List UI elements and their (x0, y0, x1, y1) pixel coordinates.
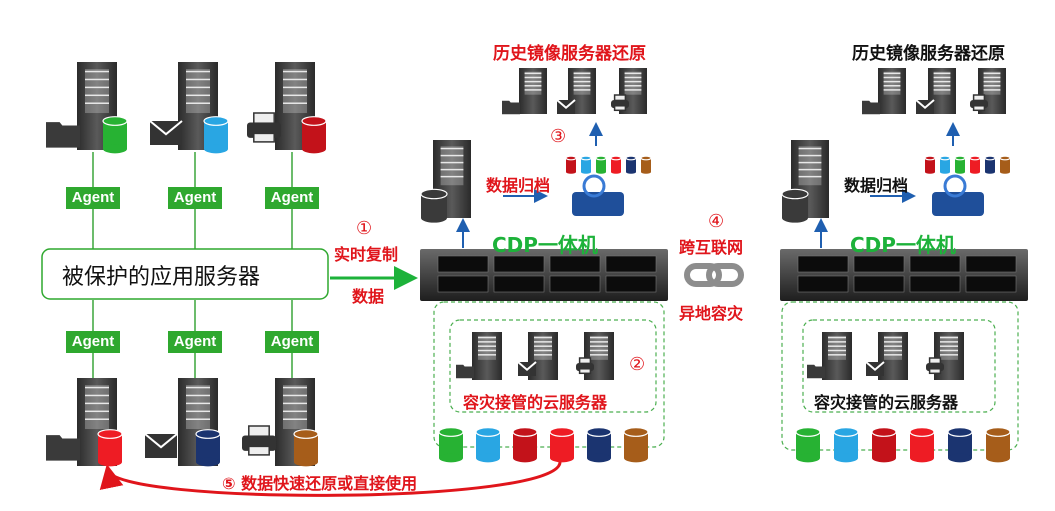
right-cdp-dashed-group (781, 301, 1019, 451)
cloud-takeover-label-left: 容灾接管的云服务器 (463, 393, 608, 412)
cylinder-icon (97, 429, 123, 467)
storage-disk-icon (572, 174, 984, 216)
rack-server-icon (420, 249, 668, 301)
printer-icon (576, 357, 594, 375)
agent-label: Agent (265, 187, 319, 209)
cylinder-icon (985, 427, 1011, 463)
printer-icon (926, 357, 944, 375)
server-tower-icon (472, 332, 502, 380)
server-tower-icon (528, 332, 558, 380)
folder-icon (46, 435, 80, 461)
server-tower-icon (178, 62, 218, 150)
cylinder-icon (565, 155, 577, 174)
cylinder-icon (833, 427, 859, 463)
folder-icon (456, 364, 474, 379)
cloud-takeover-label-right: 容灾接管的云服务器 (814, 393, 959, 412)
cylinder-icon (999, 155, 1011, 174)
mail-icon (865, 361, 885, 376)
server-tower-icon (519, 68, 547, 114)
server-tower-icon (822, 332, 852, 380)
cylinder-icon (301, 116, 327, 154)
folder-icon (502, 100, 520, 115)
cylinder-icon (475, 427, 501, 463)
printer-icon (970, 94, 988, 112)
cylinder-icon (623, 427, 649, 463)
step3-number: ③ (550, 126, 567, 147)
agent-label: Agent (265, 331, 319, 353)
step5-label: ⑤ 数据快速还原或直接使用 (222, 474, 418, 493)
cylinder-icon (438, 427, 464, 463)
cylinder-icon (512, 427, 538, 463)
cylinder-icon (549, 427, 575, 463)
cylinder-icons (97, 116, 1011, 467)
server-tower-icon (619, 68, 647, 114)
protected-servers-label: 被保护的应用服务器 (62, 265, 261, 290)
cylinder-icon (795, 427, 821, 463)
cylinder-icon (195, 429, 221, 467)
cylinder-icon (954, 155, 966, 174)
mail-icon (517, 361, 537, 376)
step4-label-line1: 跨互联网 (679, 238, 744, 257)
cylinder-icon (595, 155, 607, 174)
cylinder-icon (640, 155, 652, 174)
server-tower-icon (77, 378, 117, 466)
printer-icon (247, 112, 281, 143)
mail-icon (556, 99, 576, 114)
printer-icon (242, 425, 276, 456)
folder-icon (46, 122, 80, 148)
mail-icon (144, 433, 178, 458)
cylinder-icon (102, 116, 128, 154)
step2-number: ② (629, 354, 646, 375)
cylinder-icon (924, 155, 936, 174)
step4-number: ④ (708, 211, 725, 232)
cylinder-icon (580, 155, 592, 174)
cylinder-icon (610, 155, 622, 174)
cylinder-icon (293, 429, 319, 467)
rack-server-icon-right (780, 249, 1028, 301)
mail-icon (149, 120, 183, 145)
agent-label: Agent (66, 187, 120, 209)
history-restore-label-left: 历史镜像服务器还原 (493, 44, 646, 64)
cylinder-icon (969, 155, 981, 174)
agent-label: Agent (168, 187, 222, 209)
archive-label-left: 数据归档 (486, 176, 551, 195)
folder-icon (862, 100, 880, 115)
mail-icon (915, 99, 935, 114)
printer-icon (611, 94, 629, 112)
cylinder-icon (984, 155, 996, 174)
chain-link-icon (684, 263, 744, 287)
step1-number: ① (356, 218, 373, 239)
cylinder-icon (947, 427, 973, 463)
step4-label-line2: 异地容灾 (679, 304, 744, 323)
cylinder-icon (625, 155, 637, 174)
cylinder-icon (939, 155, 951, 174)
agent-label: Agent (168, 331, 222, 353)
cylinder-icon (781, 188, 809, 223)
blue-arrows (456, 122, 960, 248)
left-cloud-dashed-box (449, 319, 657, 413)
cdp-appliance-label-left: CDP一体机 (492, 233, 598, 257)
right-cloud-dashed-box (802, 319, 996, 413)
cylinder-icon (586, 427, 612, 463)
cylinder-icon (871, 427, 897, 463)
protected-servers-box (41, 248, 329, 300)
step1-label-line1: 实时复制 (334, 245, 399, 264)
archive-label-right: 数据归档 (844, 176, 909, 195)
cylinder-icon (909, 427, 935, 463)
cylinder-icon (420, 188, 448, 223)
folder-icon (807, 364, 825, 379)
cylinder-icon (203, 116, 229, 154)
server-tower-icons (46, 62, 1006, 466)
server-tower-icon (878, 68, 906, 114)
step1-label-line2: 数据 (352, 287, 385, 306)
agent-label: Agent (66, 331, 120, 353)
restore-arrow (100, 461, 562, 497)
history-restore-label-right: 历史镜像服务器还原 (852, 44, 1005, 64)
cdp-appliance-label-right: CDP一体机 (850, 233, 956, 257)
left-cdp-dashed-group (433, 301, 665, 448)
